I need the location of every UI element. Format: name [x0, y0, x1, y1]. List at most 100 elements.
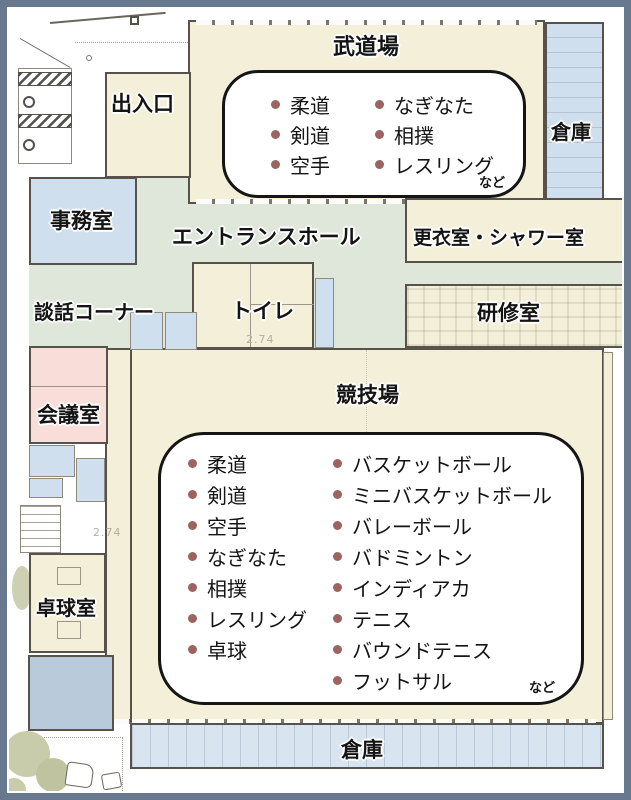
activity-label: バスケットボール — [352, 453, 512, 477]
list-item: バウンドテニス — [333, 634, 552, 665]
bullet-icon — [375, 99, 384, 109]
room-storage-bottom — [130, 723, 604, 769]
room-training — [405, 284, 631, 348]
bullet-icon — [375, 129, 384, 139]
path-dotted — [28, 737, 123, 793]
room-label-toilet: トイレ — [231, 299, 294, 323]
roof-line — [49, 11, 166, 24]
list-item: テニス — [333, 603, 552, 634]
arena-activities-callout: 柔道 剣道 空手 なぎなた 相撲 レスリング 卓球 バスケットボール ミニバスケ… — [158, 432, 584, 705]
table-icon — [57, 621, 81, 639]
room-label-training: 研修室 — [477, 301, 540, 325]
room-label-budojo: 武道場 — [333, 35, 400, 60]
room-label-entrance-gate: 出入口 — [111, 92, 174, 116]
bullet-icon — [188, 614, 197, 623]
room-storage-top — [545, 22, 604, 205]
post-marker — [86, 55, 92, 61]
activity-label: テニス — [352, 608, 412, 632]
fixture-icon — [23, 96, 35, 108]
rock-icon — [100, 771, 123, 791]
corridor-area — [405, 262, 630, 285]
bullet-icon — [333, 614, 342, 623]
bullet-icon — [188, 645, 197, 654]
exterior-strip — [603, 352, 613, 720]
activity-label: 空手 — [290, 153, 330, 178]
list-item: 相撲 — [375, 119, 494, 149]
room-label-lounge-corner: 談話コーナー — [34, 300, 154, 324]
dimension-text: 2.74 — [93, 526, 122, 539]
list-item: 柔道 — [188, 448, 307, 479]
activity-label: 卓球 — [207, 639, 247, 663]
bullet-icon — [271, 129, 280, 139]
list-item: 卓球 — [188, 634, 307, 665]
etc-note: など — [528, 681, 555, 696]
tree-icon — [2, 778, 26, 800]
tree-icon — [36, 758, 70, 792]
list-item: 柔道 — [271, 89, 330, 119]
list-item: レスリング — [188, 603, 307, 634]
hatch-band — [18, 114, 72, 128]
activity-label: 剣道 — [290, 123, 330, 148]
post-marker — [130, 16, 139, 25]
window-strip — [196, 199, 537, 204]
list-item: ミニバスケットボール — [333, 479, 552, 510]
window-strip — [196, 20, 537, 25]
activity-label: バドミントン — [352, 546, 473, 570]
utility-room — [29, 445, 75, 477]
room-changing-shower — [405, 198, 626, 263]
bullet-icon — [188, 583, 197, 592]
etc-note: など — [478, 176, 505, 191]
bullet-icon — [333, 676, 342, 685]
lounge-corner-area — [29, 265, 137, 350]
activity-label: なぎなた — [207, 546, 287, 570]
activity-label: バレーボール — [352, 515, 472, 539]
stairs — [20, 505, 61, 553]
bullet-icon — [188, 552, 197, 561]
roof-line — [19, 38, 71, 68]
rock-icon — [64, 761, 95, 789]
list-item: インディアカ — [333, 572, 552, 603]
exterior-structure — [18, 11, 218, 182]
bullet-icon — [333, 583, 342, 592]
room-label-arena: 競技場 — [336, 383, 399, 407]
arena-wall — [130, 350, 132, 722]
room-label-entrance-hall: エントランスホール — [172, 225, 361, 249]
list-item: フットサル — [333, 665, 552, 696]
arena-activities-left: 柔道 剣道 空手 なぎなた 相撲 レスリング 卓球 — [188, 448, 307, 665]
room-pit — [28, 655, 114, 731]
room-label-table-tennis: 卓球室 — [36, 596, 96, 620]
list-item: バレーボール — [333, 510, 552, 541]
room-meeting — [29, 346, 108, 444]
activity-label: フットサル — [352, 670, 452, 694]
budojo-activities-callout: 柔道 剣道 空手 なぎなた 相撲 レスリング など — [222, 70, 526, 198]
list-item: バドミントン — [333, 541, 552, 572]
list-item: 剣道 — [271, 119, 330, 149]
activity-label: 柔道 — [207, 453, 247, 477]
activity-label: ミニバスケットボール — [352, 484, 552, 508]
window-strip — [113, 719, 596, 724]
room-label-storage-bottom: 倉庫 — [341, 738, 383, 762]
bullet-icon — [188, 521, 197, 530]
list-item: なぎなた — [375, 89, 494, 119]
activity-label: レスリング — [394, 153, 494, 178]
bullet-icon — [333, 521, 342, 530]
partition-line — [250, 264, 251, 347]
utility-room — [76, 458, 105, 502]
tree-icon — [12, 566, 32, 610]
bullet-icon — [188, 459, 197, 468]
activity-label: なぎなた — [394, 93, 474, 118]
bullet-icon — [333, 490, 342, 499]
utility-room — [165, 312, 197, 350]
room-table-tennis — [29, 553, 106, 653]
list-item: 空手 — [271, 149, 330, 179]
arena-activities-right: バスケットボール ミニバスケットボール バレーボール バドミントン インディアカ… — [333, 448, 552, 696]
center-line — [366, 350, 367, 432]
bullet-icon — [375, 159, 384, 169]
bullet-icon — [188, 490, 197, 499]
activity-label: 剣道 — [207, 484, 247, 508]
utility-room — [29, 478, 63, 498]
room-office — [29, 177, 137, 265]
activity-label: 相撲 — [394, 123, 434, 148]
room-label-storage-top: 倉庫 — [551, 120, 591, 144]
